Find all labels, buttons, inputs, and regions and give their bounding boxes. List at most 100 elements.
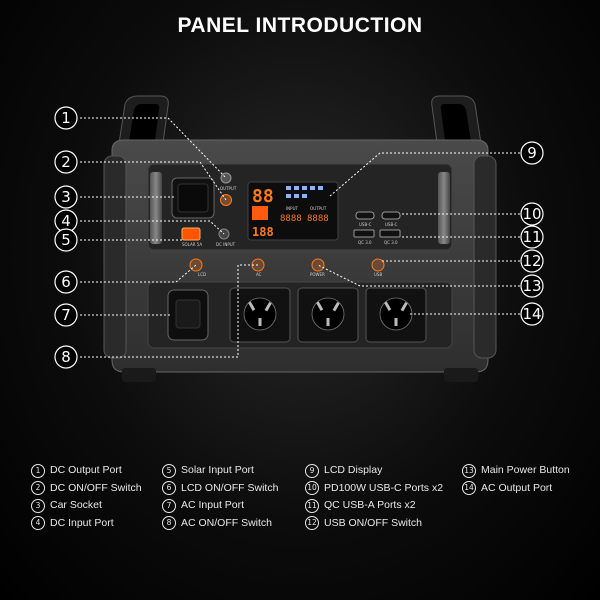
callout-circle-3 [54,185,78,209]
callout-number-14: 14 [522,305,541,323]
callout-number-8: 8 [61,348,71,366]
callout-number-9: 9 [527,144,537,162]
callout-number-7: 7 [61,306,71,324]
callout-circle-11 [520,225,544,249]
qc-label-1: QC 3.0 [358,240,372,245]
legend-number: 2 [31,481,45,496]
callout-circle-12 [520,249,544,273]
legend-label: DC Input Port [50,516,114,529]
lcd-main-digits: 88 [252,186,274,207]
right-light-strip [438,172,450,244]
power-button-label: POWER [310,272,325,277]
lcd-button-label: LCD [198,272,206,277]
callout-circle-10 [520,202,544,226]
left-light-strip [150,172,162,244]
legend-number: 13 [462,463,476,478]
legend-column-4: 13 Main Power Button 14 AC Output Port [462,462,570,497]
leader-lines [80,117,520,358]
legend-item: 11 QC USB-A Ports x2 [305,497,443,515]
callout-number-6: 6 [61,273,71,291]
qc-port-1 [353,229,375,238]
lcd-battery-bars [252,206,268,220]
callout-number-4: 4 [61,212,71,230]
left-bumper [103,155,127,359]
legend-label: Car Socket [50,499,102,511]
callout-circle-14 [520,302,544,326]
solar-input-port [181,227,201,241]
dc-output-port [220,172,232,184]
legend-number: 4 [31,516,45,531]
page-title: PANEL INTRODUCTION [177,14,423,37]
qc-label-2: QC 3.0 [384,240,398,245]
legend-number: 12 [305,516,319,531]
usb-switch-button [371,258,385,272]
dc-input-label: DC INPUT [216,242,236,247]
legend-label: QC USB-A Ports x2 [324,499,416,511]
usb-c-label-1: USB-C [359,222,372,227]
usb-c-label-2: USB-C [385,222,398,227]
callout-circle-5 [54,228,78,252]
callout-circle-6 [54,270,78,294]
legend-number: 5 [162,463,176,478]
callout-circle-7 [54,303,78,327]
legend-label: AC Output Port [481,481,553,494]
lcd-switch-button [189,258,203,272]
usb-c-port-1 [355,211,375,220]
callout-circle-2 [54,150,78,174]
callout-number-1: 1 [61,109,71,127]
callout-number-10: 10 [522,205,541,223]
legend-number: 1 [31,463,45,478]
legend-item: 4 DC Input Port [31,515,142,533]
callout-number-11: 11 [522,228,541,246]
legend-number: 6 [162,481,176,496]
legend-item: 9 LCD Display [305,462,443,480]
lcd-status-icons [286,186,323,198]
legend-number: 7 [162,498,176,513]
legend-item: 7 AC Input Port [162,497,278,515]
right-foot [444,368,478,382]
legend-label: LCD Display [324,464,383,476]
device-diagram: OUTPUT SOLAR 5A DC INPUT 88 188 INPUT OU… [54,95,544,382]
solar-label: SOLAR 5A [182,242,202,247]
callout-circle-13 [520,274,544,298]
legend-number: 9 [305,463,319,478]
ac-button-label: AC [256,272,262,277]
legend-label: AC ON/OFF Switch [181,516,273,529]
callout-number-2: 2 [61,153,71,171]
lcd-display [247,181,339,241]
usb-button-label: USB [374,272,382,277]
lcd-input-label: INPUT [286,206,299,211]
main-power-button [311,258,325,272]
callout-number-5: 5 [61,231,71,249]
legend-label: AC Input Port [181,499,245,511]
legend-item: 14 AC Output Port [462,480,570,498]
callout-circle-8 [54,345,78,369]
callout-number-13: 13 [522,277,541,295]
lcd-output-value: 8888 [307,214,329,224]
callout-number-12: 12 [522,252,541,270]
right-bumper [473,155,497,359]
legend-number: 11 [305,498,319,513]
legend-number: 14 [462,481,476,496]
callout-number-3: 3 [61,188,71,206]
legend-label: PD100W USB-C Ports x2 [324,481,444,494]
legend-label: Main Power Button [481,464,570,476]
qc-port-2 [379,229,401,238]
callout-circle-9 [520,141,544,165]
lcd-sub-digits: 188 [252,225,274,239]
lcd-output-label: OUTPUT [310,206,327,211]
usb-c-port-2 [381,211,401,220]
callout-circle-1 [54,106,78,130]
lcd-input-value: 8888 [280,214,302,224]
